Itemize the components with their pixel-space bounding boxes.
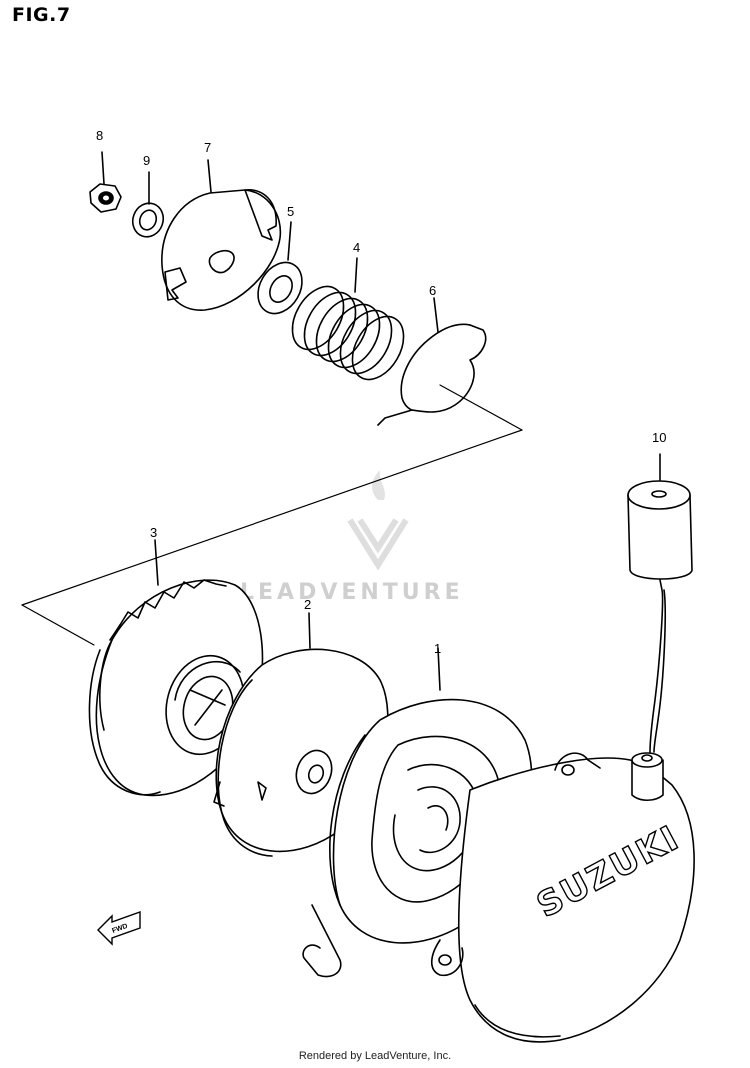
- callout-4: 4: [353, 240, 361, 255]
- front-direction-marker: FWD: [97, 911, 141, 946]
- part-5-washer: [257, 221, 303, 315]
- part-4-spring: [291, 257, 405, 381]
- callout-10: 10: [652, 430, 667, 445]
- part-7-friction-plate: [161, 159, 282, 311]
- callout-6: 6: [429, 283, 437, 298]
- pulley-teeth: [109, 579, 227, 641]
- starter-cover: [430, 752, 695, 1043]
- callout-3: 3: [150, 525, 158, 540]
- part-10-starter-knob: [627, 453, 693, 753]
- callout-8: 8: [96, 128, 104, 143]
- part-9-washer: [131, 171, 165, 238]
- part-8-nut: [89, 151, 122, 213]
- callout-9: 9: [143, 153, 151, 168]
- render-credit: Rendered by LeadVenture, Inc.: [298, 1050, 452, 1062]
- figure-title: FIG.7: [12, 4, 71, 26]
- callout-1: 1: [434, 641, 442, 656]
- callout-5: 5: [287, 204, 295, 219]
- watermark-text: LEADVENTURE: [240, 580, 464, 605]
- assembly-guide-lines: [21, 384, 523, 646]
- callout-7: 7: [204, 140, 212, 155]
- callout-2: 2: [304, 597, 312, 612]
- part-6-wire-spring: [377, 297, 487, 426]
